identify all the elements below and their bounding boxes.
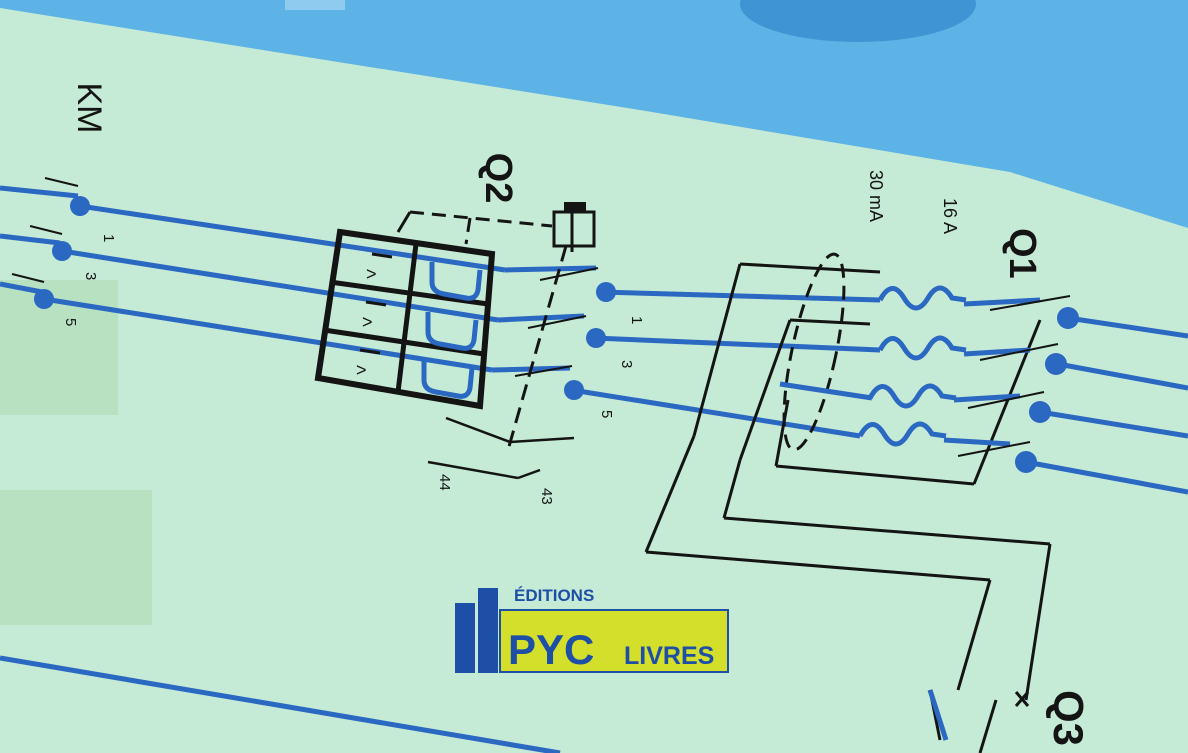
q2-terminal-dot — [596, 282, 616, 302]
q1-terminal-dot — [1045, 353, 1067, 375]
publisher-logo: ÉDITIONS PYC LIVRES — [455, 586, 729, 673]
km-terminal-label: 3 — [82, 272, 99, 280]
logo-sub-text: LIVRES — [624, 642, 714, 670]
svg-text:>: > — [362, 312, 373, 332]
q1-terminal-dot — [1029, 401, 1051, 423]
q2-relay-symbol: > — [366, 264, 377, 284]
km-contactor — [0, 177, 79, 295]
logo-book-icon — [478, 588, 498, 673]
aux-label-43: 43 — [538, 488, 555, 505]
km-label: KM — [70, 83, 108, 134]
logo-top-text: ÉDITIONS — [514, 586, 594, 605]
phase-wires — [0, 203, 1188, 753]
trip-coil — [506, 202, 596, 451]
q2-terminal-label: 5 — [598, 410, 615, 418]
logo-book-icon — [455, 603, 475, 673]
q2-terminal-dot — [586, 328, 606, 348]
q2-terminal-label: 3 — [618, 360, 635, 368]
q3-label: Q3 — [1045, 690, 1092, 746]
blue-backdrop — [0, 0, 1188, 228]
q1-terminal-dot — [1015, 451, 1037, 473]
q1-label: Q1 — [1001, 228, 1043, 279]
aux-contact — [427, 416, 575, 480]
logo-banner — [499, 609, 729, 673]
q2-breaker: > > > — [314, 210, 553, 410]
svg-text:>: > — [356, 360, 367, 380]
rating-label: 16 A — [940, 198, 960, 234]
q3-wire — [927, 689, 949, 741]
backdrop-block — [285, 0, 345, 10]
q1-terminal-dot — [1057, 307, 1079, 329]
q2-terminal-dot — [564, 380, 584, 400]
backdrop-cylinder — [740, 0, 976, 42]
differential-torus — [782, 252, 846, 452]
sensitivity-label: 30 mA — [866, 170, 886, 222]
q1-contacts — [957, 295, 1071, 457]
control-wiring — [644, 262, 1052, 753]
km-terminal-label: 1 — [100, 234, 117, 242]
q2-label: Q2 — [477, 153, 519, 204]
aux-label-44: 44 — [436, 474, 453, 491]
tape-strip-lower — [0, 490, 152, 625]
q2-terminal-label: 1 — [628, 316, 645, 324]
km-terminal-label: 5 — [62, 318, 79, 326]
q1-coils — [779, 285, 1041, 447]
logo-main-text: PYC — [508, 626, 594, 673]
